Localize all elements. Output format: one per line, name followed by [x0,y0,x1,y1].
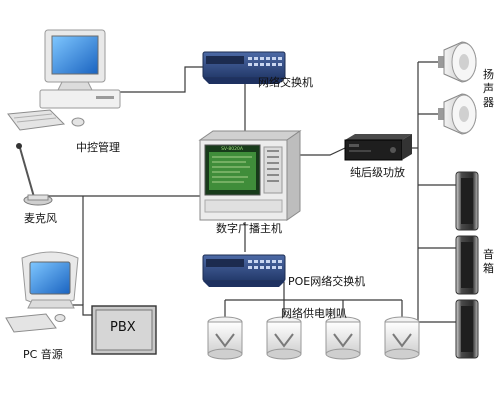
control-pc [7,29,121,131]
amplifier-label: 纯后级功放 [350,166,405,179]
poe-speaker-2 [266,316,302,360]
desktop-case [39,89,121,109]
control-pc-label: 中控管理 [76,141,120,154]
column-speakers-label: 音箱 [483,248,494,275]
host-screen-title: SV-8020A [221,146,244,152]
monitor-screen [51,35,99,75]
poe-network-switch [202,254,286,287]
horn-speakers-label: 扬声器 [483,68,494,109]
horn-speaker-2 [438,93,477,135]
poe-speaker-3 [325,316,361,360]
pbx-box [91,305,157,355]
poe-speakers-label: 网络供电喇叭 [281,307,347,320]
mouse-icon [54,314,66,322]
host-label: 数字广播主机 [216,222,282,235]
microphone [16,143,53,206]
column-speaker-1 [455,171,479,231]
poe-switch-label: POE网络交换机 [288,275,366,288]
mouse-icon [71,117,85,127]
pc-audio-source [5,251,79,333]
column-speaker-3 [455,299,479,359]
amplifier [344,134,412,161]
broadcast-host: SV-8020A [198,130,302,221]
pbx-label: PBX [110,320,136,335]
poe-speaker-1 [207,316,243,360]
poe-speaker-4 [384,316,420,360]
network-switch-label: 网络交换机 [258,76,313,89]
pc-source-label: PC 音源 [23,348,63,361]
horn-speaker-1 [438,41,477,83]
network-switch [202,51,286,84]
column-speaker-2 [455,235,479,295]
pc-screen [29,261,71,295]
keyboard-icon [5,313,57,333]
microphone-label: 麦克风 [24,212,57,225]
